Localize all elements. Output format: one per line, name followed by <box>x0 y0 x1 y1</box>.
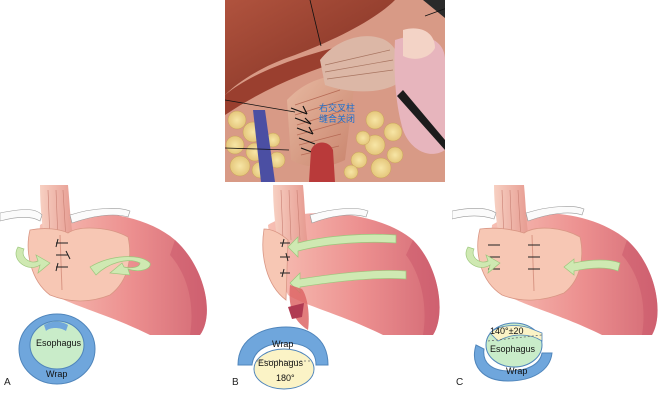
cross-section-inner-label: Esophagus <box>258 358 304 368</box>
cross-section-angle-label: 180° <box>276 373 295 383</box>
cross-section-wrap-label: Wrap <box>272 339 294 349</box>
diagram-panel-c: 140°±20 Esophagus Wrap C <box>452 185 671 402</box>
photo-label: 右交叉柱 缝合关闭 <box>319 104 355 126</box>
cross-section-inner-label: Esophagus <box>36 338 82 348</box>
cross-section-angle-label: 140°±20 <box>490 326 524 336</box>
cross-section-inner-label: Esophagus <box>490 344 536 354</box>
fundoplication-drawing-a <box>0 185 207 385</box>
fundoplication-drawing-b <box>237 185 440 390</box>
cross-section-outer-label: Wrap <box>46 369 68 379</box>
panel-letter-b: B <box>232 377 239 388</box>
photo-label-line1: 右交叉柱 <box>319 104 356 114</box>
diagram-panel-a: Esophagus Wrap A <box>0 185 220 402</box>
photo-label-line2: 缝合关闭 <box>319 115 356 125</box>
cross-section-outer-label: Wrap <box>506 366 528 376</box>
diagram-panel-b: Wrap Esophagus 180° B <box>228 185 448 402</box>
fundoplication-drawing-c <box>452 185 658 382</box>
panel-letter-a: A <box>4 377 11 388</box>
panel-letter-c: C <box>456 377 464 388</box>
surgical-photo: 右交叉柱 缝合关闭 <box>225 0 445 182</box>
